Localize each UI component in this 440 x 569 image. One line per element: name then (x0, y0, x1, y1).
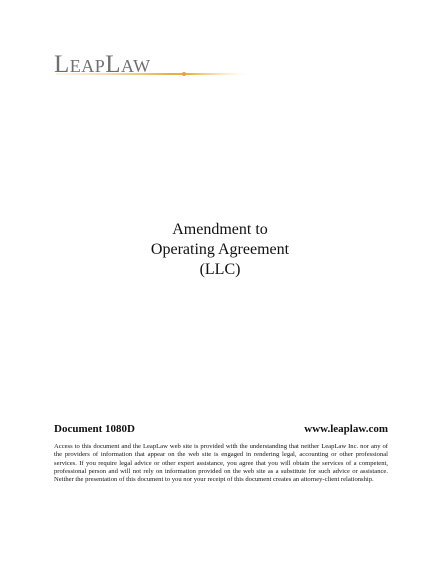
leaplaw-logo: LeapLaw (54, 50, 246, 82)
document-title: Amendment to Operating Agreement (LLC) (0, 220, 440, 280)
logo-underline-glow (56, 72, 246, 76)
title-line-3: (LLC) (199, 261, 241, 278)
document-id: Document 1080D (54, 423, 135, 435)
legal-disclaimer: Access to this document and the LeapLaw … (54, 443, 388, 484)
title-line-2: Operating Agreement (150, 241, 290, 258)
website-link[interactable]: www.leaplaw.com (304, 423, 388, 435)
title-line-1: Amendment to (172, 221, 268, 238)
logo-wordmark: LeapLaw (54, 51, 151, 78)
